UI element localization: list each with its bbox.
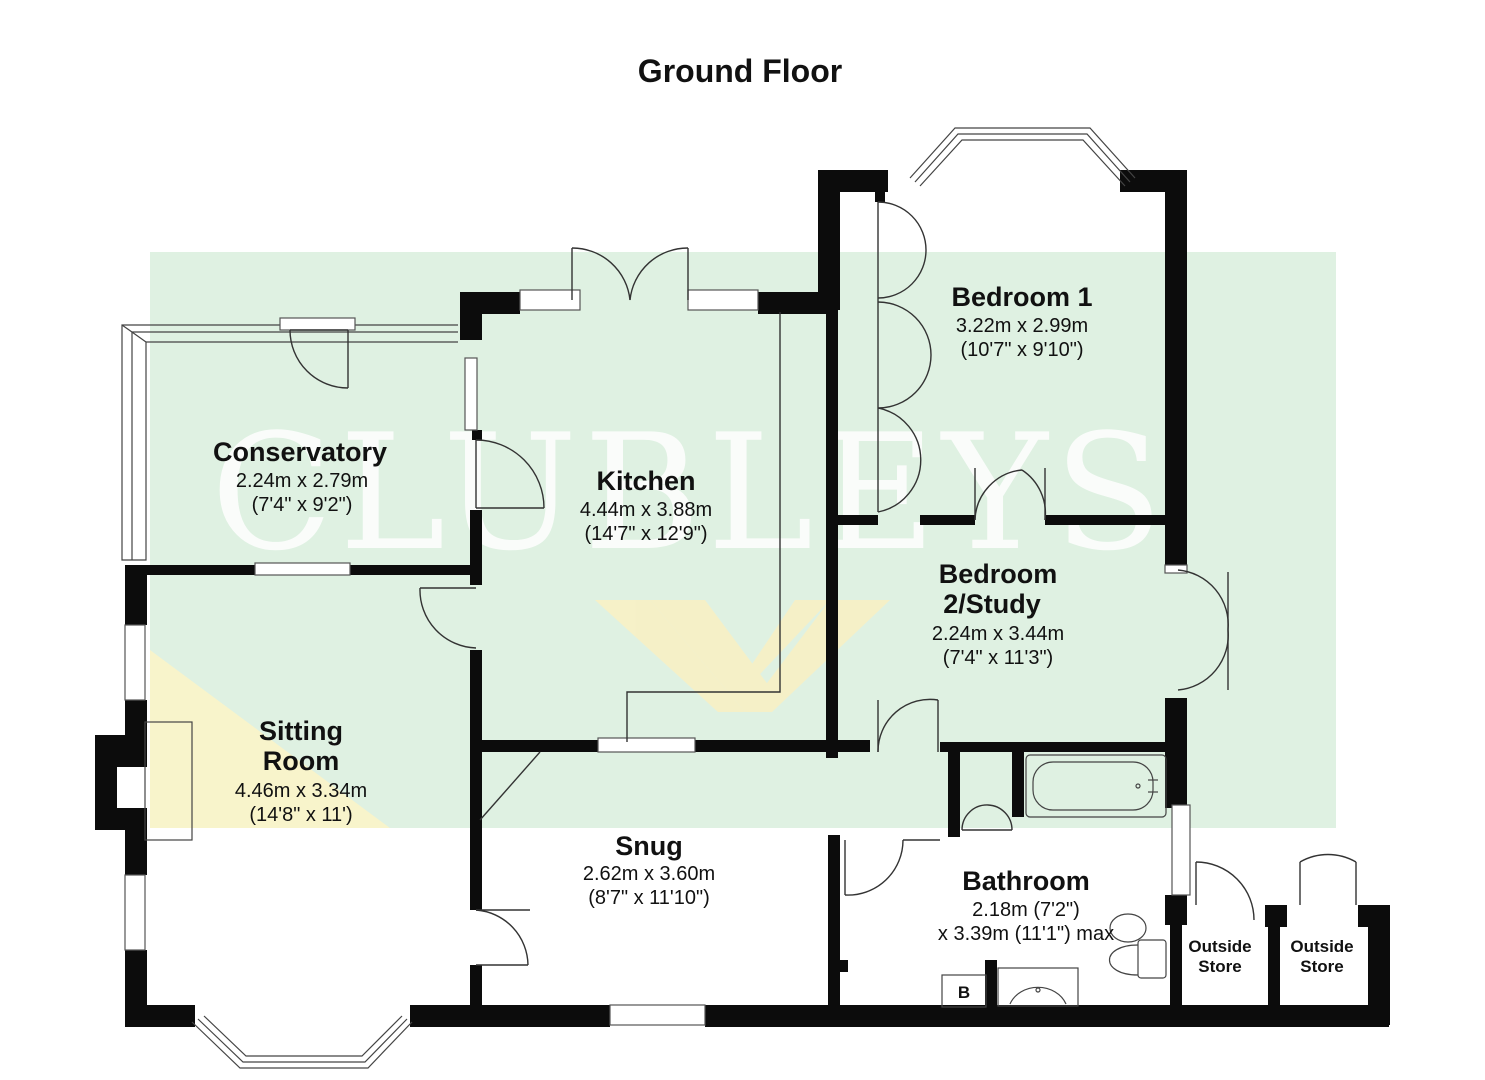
room-name-bedroom2-line2: 2/Study — [943, 589, 1041, 619]
window — [279, 317, 356, 331]
room-dim-bathroom-line1: 2.18m (7'2") — [972, 899, 1080, 921]
boiler — [941, 974, 987, 1008]
room-name-sitting-line1: Sitting — [259, 716, 343, 746]
room-name-store1-line2: Store — [1198, 957, 1241, 976]
watermark-text: CLUBLEYS — [211, 399, 1170, 586]
window — [124, 624, 146, 701]
room-name-store1-line1: Outside — [1188, 937, 1251, 956]
room-dim-sitting: 4.46m x 3.34m — [235, 780, 367, 802]
room-name-store2-line2: Store — [1300, 957, 1343, 976]
room-name-kitchen: Kitchen — [596, 466, 695, 496]
room-dim-bedroom1: 3.22m x 2.99m — [956, 315, 1088, 337]
room-name-conservatory: Conservatory — [213, 437, 387, 467]
window — [609, 1004, 706, 1026]
room-dim-conservatory: 2.24m x 2.79m — [236, 470, 368, 492]
room-name-snug: Snug — [615, 831, 683, 861]
room-dim-ft-conservatory: (7'4" x 9'2") — [252, 494, 353, 516]
room-dim-ft-bedroom2: (7'4" x 11'3") — [943, 647, 1053, 669]
boiler-label: B — [958, 983, 970, 1002]
room-dim-ft-snug: (8'7" x 11'10") — [588, 887, 710, 909]
window — [1171, 804, 1191, 896]
room-name-bathroom: Bathroom — [962, 866, 1090, 896]
room-dim-ft-sitting: (14'8" x 11') — [249, 804, 352, 826]
walls — [95, 170, 1390, 1027]
room-name-sitting-line2: Room — [263, 746, 340, 776]
watermark-chevron — [595, 600, 890, 712]
doors — [289, 201, 1357, 966]
room-dim-kitchen: 4.44m x 3.88m — [580, 499, 712, 521]
window — [1164, 564, 1188, 574]
room-dim-bathroom-line2: x 3.39m (11'1") max — [938, 923, 1114, 945]
room-dim-bedroom2: 2.24m x 3.44m — [932, 623, 1064, 645]
window — [519, 289, 581, 311]
toilet — [1109, 913, 1167, 979]
room-dim-ft-bedroom1: (10'7" x 9'10") — [960, 339, 1083, 361]
window — [687, 289, 759, 311]
window — [254, 562, 351, 576]
room-dim-ft-kitchen: (14'7" x 12'9") — [584, 523, 707, 545]
window — [464, 357, 478, 431]
bath — [1025, 754, 1167, 818]
room-dim-snug: 2.62m x 3.60m — [583, 863, 715, 885]
window — [124, 874, 146, 951]
room-name-store2-line1: Outside — [1290, 937, 1353, 956]
light-wedge — [150, 650, 390, 828]
window — [597, 737, 696, 753]
sitting-bay-window — [191, 1015, 413, 1069]
page-title: Ground Floor — [638, 53, 842, 89]
room-name-bedroom1: Bedroom 1 — [951, 282, 1092, 312]
room-name-bedroom2-line1: Bedroom — [939, 559, 1058, 589]
basin — [997, 967, 1079, 1007]
conservatory-glazing — [121, 324, 458, 561]
bedroom1-bay-window — [909, 127, 1136, 187]
hearth — [144, 721, 193, 841]
